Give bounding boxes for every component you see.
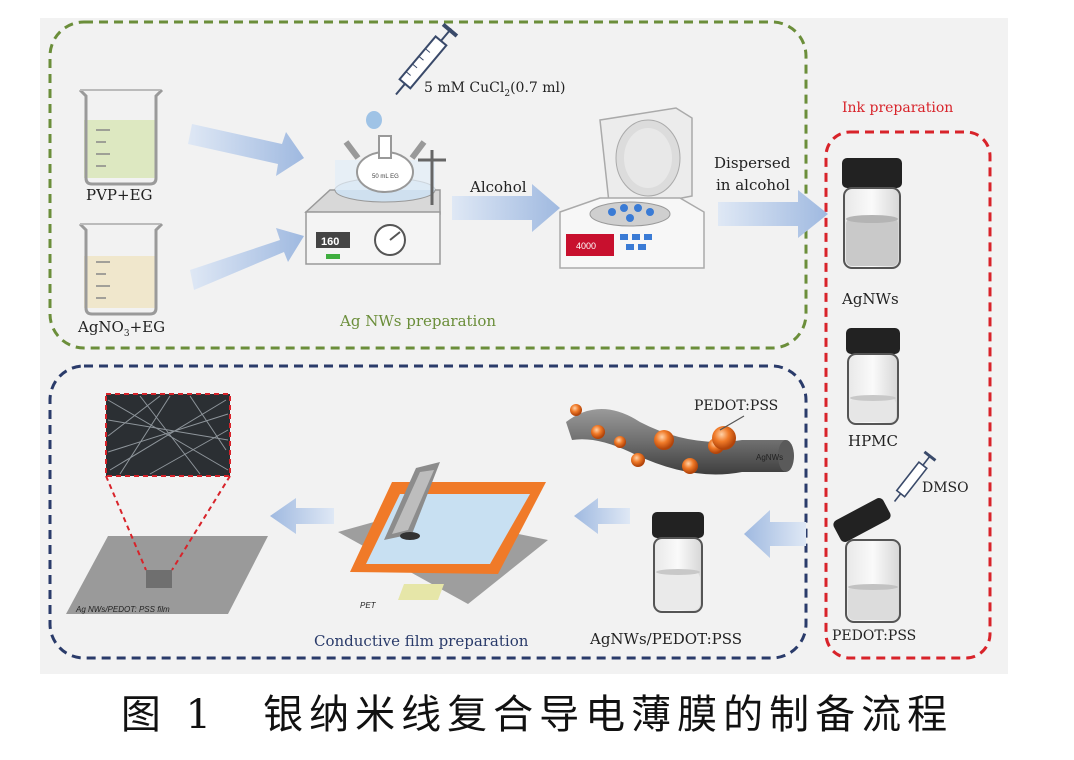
arrow-print-to-film-icon (270, 498, 334, 534)
label-mixture: AgNWs/PEDOT:PSS (590, 630, 742, 648)
beaker-agno3-icon (78, 222, 164, 316)
hotplate-stirrer-icon (304, 135, 446, 265)
temperature-display: 160 (321, 236, 339, 248)
droplet-icon (366, 111, 382, 129)
pet-label: PET (360, 601, 377, 610)
label-agno3-sub: 3 (123, 329, 130, 339)
syringe-icon (395, 22, 459, 96)
figure-caption: 图 1 银纳米线复合导电薄膜的制备流程 (120, 692, 954, 738)
arrow-stirrer-to-centrifuge-icon (452, 184, 560, 232)
centrifuge-icon (559, 107, 705, 269)
label-dispersed-2: in alcohol (716, 176, 790, 194)
label-alcohol: Alcohol (470, 178, 527, 196)
film-with-sem-icon (66, 393, 268, 614)
label-cucl2-tail: (0.7 ml) (510, 80, 566, 96)
agnw-prep-box (48, 20, 808, 350)
bottle-hpmc-icon (846, 328, 900, 425)
label-cucl2: 5 mM CuCl2(0.7 ml) (424, 80, 565, 99)
label-pvp: PVP+EG (86, 186, 153, 204)
label-cucl2-sub: 2 (504, 88, 511, 99)
flask-label: 50 mL EG (372, 174, 399, 180)
bottle-agnws-icon (842, 158, 902, 269)
label-dmso: DMSO (922, 480, 969, 496)
centrifuge-display: 4000 (576, 241, 596, 251)
ink-prep-box (824, 130, 992, 660)
film-label: Ag NWs/PEDOT: PSS film (75, 605, 170, 614)
arrow-to-ink-icon (718, 190, 828, 238)
label-agnw-preparation: Ag NWs preparation (340, 312, 497, 330)
beaker-pvp-icon (78, 88, 164, 186)
arrow-pvp-to-stirrer-icon (188, 124, 304, 176)
arrow-ink-to-mix-icon (744, 510, 806, 558)
label-conductive-film-preparation: Conductive film preparation (314, 632, 529, 650)
screen-printing-icon (338, 462, 548, 604)
dmso-syringe-icon (893, 450, 937, 502)
label-agnws: AgNWs (842, 290, 899, 308)
label-pedot-bottle: PEDOT:PSS (832, 628, 917, 644)
label-agno3-main: AgNO (78, 318, 124, 336)
label-cucl2-main: 5 mM CuCl (424, 80, 505, 96)
label-agno3: AgNO3+EG (78, 318, 165, 339)
label-pedot-wire: PEDOT:PSS (694, 398, 779, 414)
label-ink-preparation: Ink preparation (842, 100, 954, 116)
label-dispersed-1: Dispersed (714, 154, 791, 172)
label-agno3-tail: +EG (129, 318, 166, 336)
arrow-mix-to-print-icon (574, 498, 630, 534)
bottle-pedot-icon (833, 498, 901, 623)
pedot-coated-wire-icon (566, 404, 794, 475)
arrow-agno3-to-stirrer-icon (190, 228, 304, 290)
label-hpmc: HPMC (848, 432, 899, 450)
wire-core-label: AgNWs (756, 453, 783, 462)
bottle-mixture-icon (652, 512, 704, 613)
